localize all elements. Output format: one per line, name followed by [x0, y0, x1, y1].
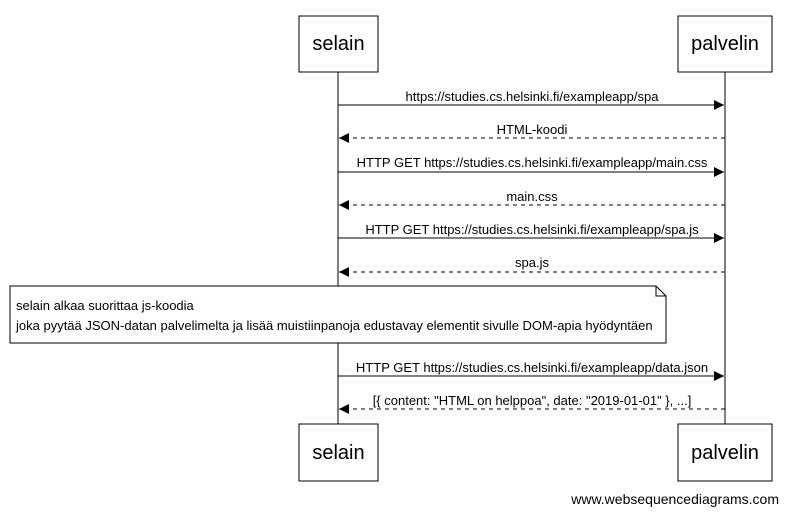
participant-palvelin-bottom: palvelin — [677, 423, 773, 482]
message-request-spa: https://studies.cs.helsinki.fi/exampleap… — [338, 89, 724, 110]
message-label: [{ content: "HTML on helppoa", date: "20… — [373, 393, 692, 408]
message-request-main-css: HTTP GET https://studies.cs.helsinki.fi/… — [338, 155, 724, 177]
participant-selain-bottom: selain — [298, 423, 379, 482]
note-box: selain alkaa suorittaa js-koodia joka py… — [9, 285, 667, 344]
message-label: https://studies.cs.helsinki.fi/exampleap… — [406, 89, 660, 104]
message-label: HTTP GET https://studies.cs.helsinki.fi/… — [356, 360, 708, 375]
participant-label: palvelin — [691, 33, 759, 55]
participant-label: selain — [312, 33, 364, 55]
message-request-data-json: HTTP GET https://studies.cs.helsinki.fi/… — [338, 360, 724, 381]
note-line-1: selain alkaa suorittaa js-koodia — [16, 298, 195, 313]
participant-palvelin-top: palvelin — [677, 15, 773, 73]
participant-label: palvelin — [691, 442, 759, 464]
participant-label: selain — [312, 442, 364, 464]
message-label: spa.js — [515, 255, 549, 270]
message-response-main-css: main.css — [339, 189, 725, 210]
watermark-text: www.websequencediagrams.com — [570, 491, 779, 507]
message-label: main.css — [506, 189, 558, 204]
message-label: HTML-koodi — [497, 122, 568, 137]
note-line-2: joka pyytää JSON-datan palvelimelta ja l… — [15, 318, 653, 333]
message-response-spa-js: spa.js — [339, 255, 725, 277]
message-label: HTTP GET https://studies.cs.helsinki.fi/… — [357, 155, 708, 170]
message-request-spa-js: HTTP GET https://studies.cs.helsinki.fi/… — [338, 222, 724, 243]
message-response-html: HTML-koodi — [339, 122, 725, 143]
message-response-data-json: [{ content: "HTML on helppoa", date: "20… — [339, 393, 725, 414]
participant-selain-top: selain — [298, 15, 379, 73]
message-label: HTTP GET https://studies.cs.helsinki.fi/… — [365, 222, 699, 237]
